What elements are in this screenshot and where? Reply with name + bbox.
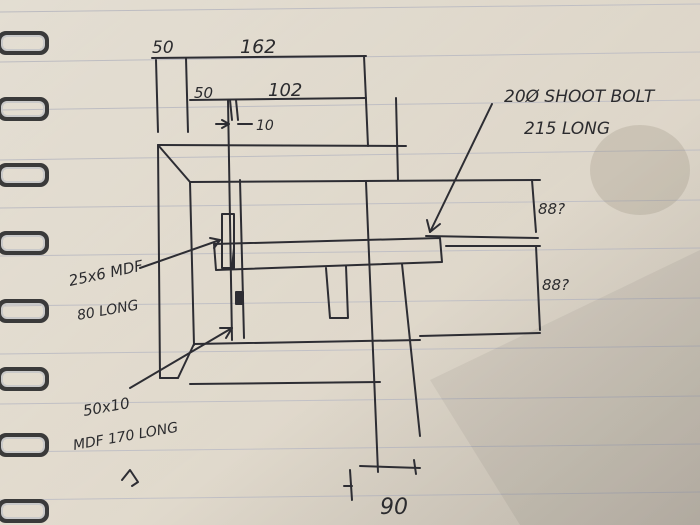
overall-width-label: 162 (240, 36, 276, 58)
lower-height-label: 88? (542, 276, 569, 294)
doodle (121, 469, 139, 487)
spiral-binding (0, 31, 49, 523)
top-dimension-lines (151, 55, 367, 133)
left-width-label: 50 (152, 38, 174, 58)
frame-outline (157, 97, 541, 473)
bottom-dimension-lines (343, 459, 421, 501)
shadow-area (430, 250, 700, 525)
dimension-labels: 50 162 50 102 10 88? 88? 90 (152, 36, 569, 520)
spiral-ring (0, 299, 49, 323)
spiral-ring (0, 97, 49, 121)
coffee-stain (590, 125, 690, 215)
spiral-ring (0, 31, 49, 55)
spiral-ring (0, 499, 49, 523)
leader-arrows (129, 103, 493, 389)
spiral-ring (0, 367, 49, 391)
shoot-bolt-length-label: 215 LONG (524, 119, 610, 139)
spiral-ring (0, 433, 49, 457)
gap-width-label: 50 (194, 84, 213, 102)
mdf-strip (221, 99, 245, 341)
upper-height-label: 88? (538, 200, 565, 218)
slot-width-label: 10 (256, 118, 274, 134)
spiral-ring (0, 231, 49, 255)
height-dimension-lines (425, 179, 541, 331)
shoot-bolt (213, 237, 443, 319)
spiral-ring (0, 163, 49, 187)
shoot-bolt-label: 20Ø SHOOT BOLT (504, 87, 656, 107)
inner-width-label: 102 (268, 80, 302, 101)
bottom-width-label: 90 (380, 495, 408, 520)
